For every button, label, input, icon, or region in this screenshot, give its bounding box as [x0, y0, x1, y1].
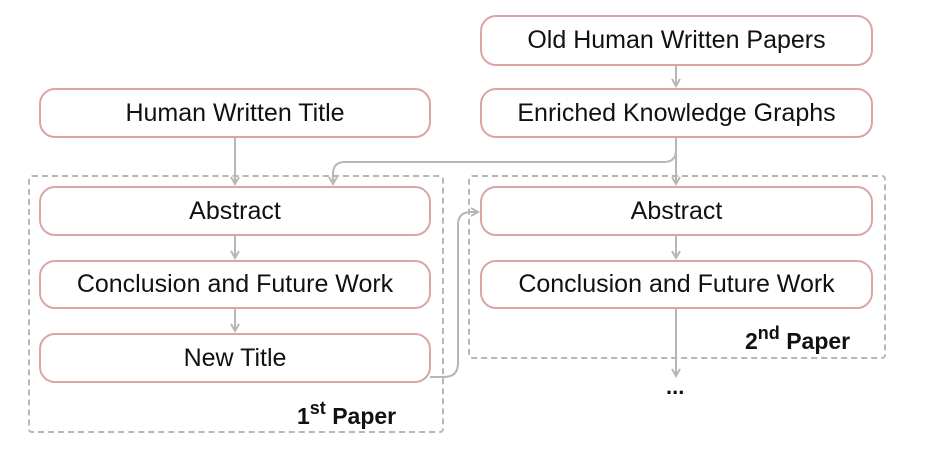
paper-1-conclusion-node: Conclusion and Future Work: [39, 260, 431, 309]
paper-1-new-title-node: New Title: [39, 333, 431, 383]
paper-2-label-number: 2: [745, 328, 758, 354]
paper-2-conclusion-node: Conclusion and Future Work: [480, 260, 873, 309]
paper-1-label-text: Paper: [332, 403, 397, 429]
continuation-ellipsis: ...: [666, 374, 685, 399]
paper-2-label-text: Paper: [786, 328, 851, 354]
old-papers-node: Old Human Written Papers: [480, 15, 873, 66]
paper-1-label: 1st Paper: [297, 398, 396, 430]
paper-1-label-number: 1: [297, 403, 310, 429]
human-title-node: Human Written Title: [39, 88, 431, 138]
paper-1-abstract-node: Abstract: [39, 186, 431, 236]
paper-2-frame: [468, 175, 886, 359]
arrow-enriched-to-paper1: [333, 138, 677, 184]
paper-1-label-ordinal: st: [309, 398, 326, 418]
arrow-newtitle-to-abstract2: [430, 212, 478, 378]
paper-2-label: 2nd Paper: [745, 323, 850, 355]
paper-1-frame: [28, 175, 444, 433]
paper-2-label-ordinal: nd: [757, 323, 780, 343]
paper-2-abstract-node: Abstract: [480, 186, 873, 236]
enriched-kg-node: Enriched Knowledge Graphs: [480, 88, 873, 138]
